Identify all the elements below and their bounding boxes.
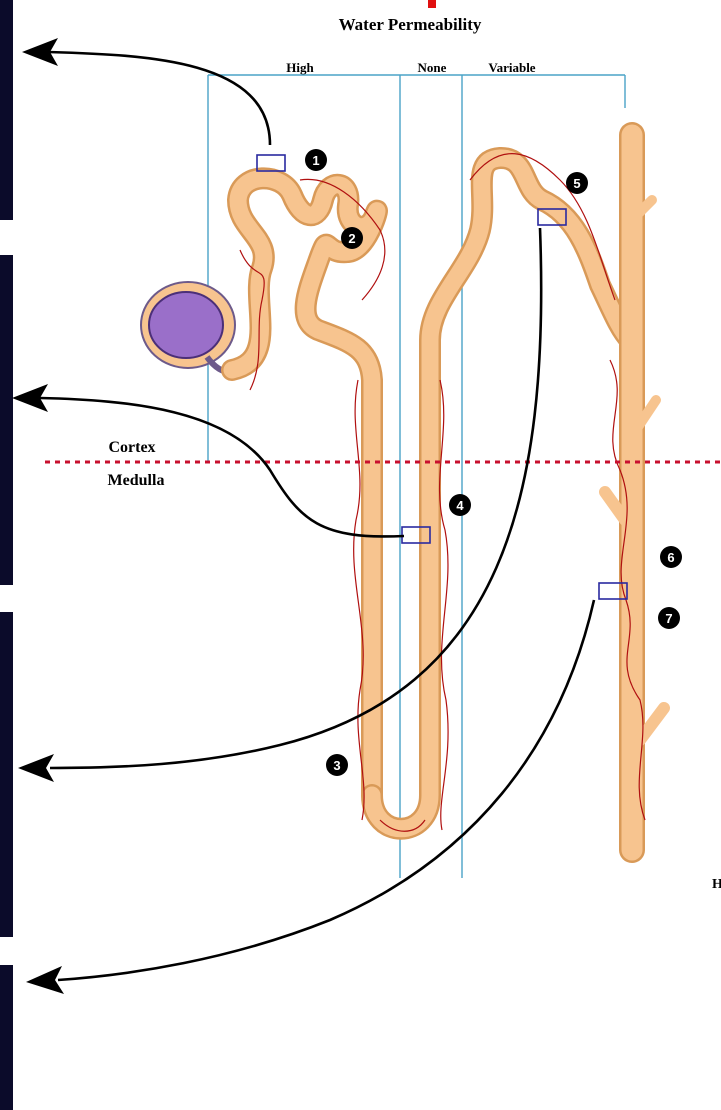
- marker-1: 1: [305, 149, 327, 171]
- marker-4: 4: [449, 494, 471, 516]
- arrow-4: [40, 398, 404, 536]
- water-permeability-title: Water Permeability: [339, 15, 482, 34]
- svg-text:3: 3: [333, 758, 340, 773]
- title-bar-accent: [428, 0, 436, 8]
- marker-2: 2: [341, 227, 363, 249]
- arrowheads: [12, 38, 64, 994]
- cropped-text-fragment: H: [712, 877, 721, 892]
- svg-text:4: 4: [456, 498, 464, 513]
- sidebar-block-1: [0, 0, 13, 220]
- column-label-variable: Variable: [488, 60, 535, 75]
- svg-text:6: 6: [667, 550, 674, 565]
- label-cortex: Cortex: [108, 439, 155, 456]
- arrow-1: [48, 52, 270, 145]
- column-label-high: High: [286, 60, 314, 75]
- marker-3: 3: [326, 754, 348, 776]
- marker-5: 5: [566, 172, 588, 194]
- glomerulus: [141, 282, 236, 372]
- svg-text:1: 1: [312, 153, 319, 168]
- permeability-zone-lines: [208, 75, 625, 878]
- svg-text:5: 5: [573, 176, 580, 191]
- svg-text:7: 7: [665, 611, 672, 626]
- label-medulla: Medulla: [108, 472, 165, 489]
- sidebar-block-3: [0, 612, 13, 937]
- svg-text:2: 2: [348, 231, 355, 246]
- sidebar-block-4: [0, 965, 13, 1110]
- sidebar: [0, 0, 13, 1110]
- collecting-duct: [605, 135, 664, 850]
- marker-6: 6: [660, 546, 682, 568]
- column-label-none: None: [418, 60, 447, 75]
- marker-7: 7: [658, 607, 680, 629]
- sidebar-block-2: [0, 255, 13, 585]
- arrow-6: [58, 600, 594, 980]
